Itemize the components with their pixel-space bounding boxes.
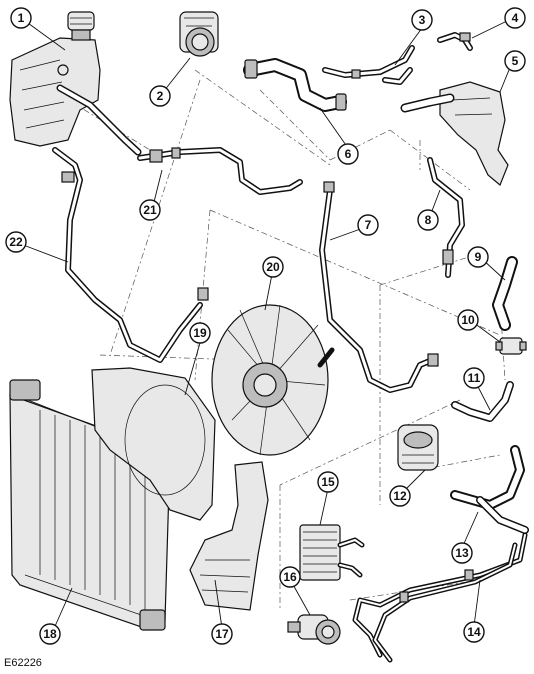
- figure-id: E62226: [4, 657, 42, 669]
- callout-12: 12: [389, 485, 411, 507]
- oil-cooler-housing: [397, 424, 439, 471]
- oil-cooler-feed-hose: [451, 381, 514, 422]
- svg-text:11: 11: [468, 371, 481, 385]
- thermostat-housing: [179, 11, 219, 57]
- svg-text:22: 22: [9, 235, 23, 249]
- svg-text:3: 3: [419, 13, 426, 27]
- svg-text:12: 12: [393, 489, 407, 503]
- svg-text:8: 8: [425, 213, 432, 227]
- callout-4: 4: [504, 7, 526, 29]
- svg-text:18: 18: [43, 627, 57, 641]
- callout-21: 21: [139, 199, 161, 221]
- callout-15: 15: [317, 471, 339, 493]
- svg-text:9: 9: [475, 250, 482, 264]
- svg-text:19: 19: [193, 326, 207, 340]
- svg-text:16: 16: [283, 570, 297, 584]
- fan-cowl: [91, 367, 216, 521]
- callout-13: 13: [451, 542, 473, 564]
- callout-6: 6: [337, 143, 359, 165]
- heater-hose-assembly: [137, 147, 303, 195]
- upper-radiator-hose: [243, 58, 347, 112]
- callout-16: 16: [279, 566, 301, 588]
- callout-3: 3: [411, 9, 433, 31]
- connector-hose: [492, 256, 518, 331]
- transmission-cooler-pipes: [352, 532, 528, 663]
- coolant-outlet-housing: [400, 81, 509, 186]
- callout-7: 7: [357, 214, 379, 236]
- callout-9: 9: [467, 246, 489, 268]
- svg-text:2: 2: [157, 89, 164, 103]
- callout-19: 19: [189, 322, 211, 344]
- callout-14: 14: [463, 621, 485, 643]
- svg-text:21: 21: [143, 203, 157, 217]
- callout-10: 10: [457, 309, 479, 331]
- callout-8: 8: [417, 209, 439, 231]
- auxiliary-water-pump: [287, 614, 341, 645]
- svg-text:10: 10: [461, 313, 475, 327]
- callout-17: 17: [211, 623, 233, 645]
- callout-labels: 1 2 3 4 5 6 7 8 9 10 11 12 13 14 15 16 1…: [5, 7, 526, 645]
- svg-text:6: 6: [345, 147, 352, 161]
- bleed-hose: [427, 157, 465, 278]
- coolant-return-hose: [52, 147, 209, 363]
- vent-hose: [437, 32, 473, 51]
- svg-text:14: 14: [467, 625, 481, 639]
- callout-20: 20: [262, 256, 284, 278]
- cooling-fan: [211, 304, 335, 456]
- bypass-hose: [322, 45, 415, 85]
- coolant-control-valve: [495, 337, 527, 355]
- fuel-cooler: [299, 524, 365, 581]
- callout-1: 1: [10, 7, 32, 29]
- svg-text:4: 4: [512, 11, 519, 25]
- svg-text:7: 7: [365, 218, 372, 232]
- expansion-tank: [9, 11, 142, 156]
- expansion-tank-cap: [67, 11, 95, 31]
- svg-text:15: 15: [321, 475, 335, 489]
- callout-22: 22: [5, 231, 27, 253]
- svg-text:17: 17: [215, 627, 229, 641]
- callout-5: 5: [504, 50, 526, 72]
- callout-18: 18: [39, 623, 61, 645]
- callout-2: 2: [149, 85, 171, 107]
- svg-text:13: 13: [455, 546, 469, 560]
- svg-text:5: 5: [512, 54, 519, 68]
- lower-coolant-pipe: [319, 181, 439, 393]
- callout-11: 11: [463, 367, 485, 389]
- lower-hose-assembly: [450, 445, 529, 534]
- radiator-core-fins: [39, 410, 146, 610]
- air-deflector: [189, 461, 269, 611]
- svg-text:1: 1: [18, 11, 25, 25]
- svg-text:20: 20: [266, 260, 280, 274]
